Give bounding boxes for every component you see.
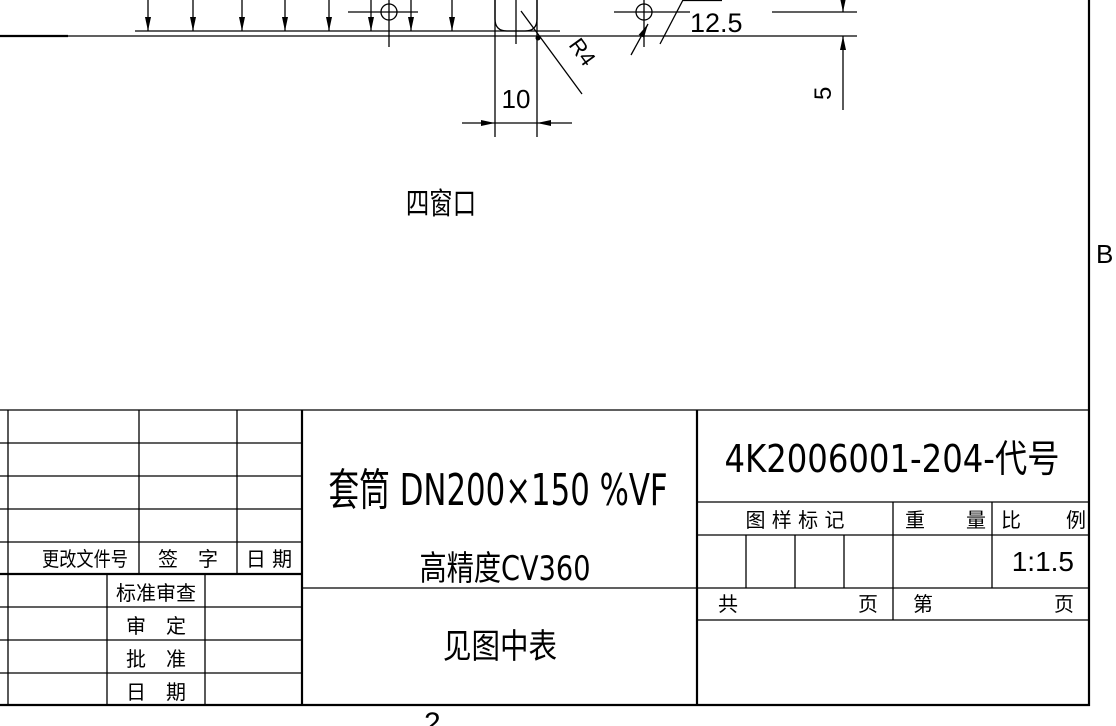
weight-label-2: 量 bbox=[966, 508, 986, 532]
dimension-slot-width: 10 bbox=[462, 84, 572, 126]
scale-label-1: 比 bbox=[1001, 508, 1021, 532]
total-pages-label-1: 共 bbox=[718, 592, 738, 616]
dimension-offset: 5 bbox=[772, 0, 857, 110]
part-name: 套筒 DN200×150 %VF bbox=[328, 464, 667, 515]
page-label-1: 第 bbox=[913, 592, 933, 616]
header-signature: 签 字 bbox=[158, 547, 218, 571]
dim-text-10: 10 bbox=[502, 84, 531, 114]
title-block-grid bbox=[0, 409, 1089, 705]
label-approval-date: 日 期 bbox=[126, 680, 186, 704]
part-model: 高精度CV360 bbox=[420, 549, 591, 589]
page-label-2: 页 bbox=[1054, 592, 1074, 616]
load-arrows bbox=[145, 0, 455, 31]
zone-letter: B bbox=[1096, 239, 1113, 269]
sample-mark-label: 图 样 标 记 bbox=[745, 508, 844, 532]
slot bbox=[494, 0, 538, 137]
material-note: 见图中表 bbox=[443, 628, 557, 667]
part-view: 10 R4 12.5 5 四窗口 bbox=[0, 0, 857, 222]
total-pages-label-2: 页 bbox=[858, 592, 878, 616]
header-date: 日 期 bbox=[246, 547, 292, 571]
view-label: 四窗口 bbox=[406, 187, 476, 222]
dim-text-12-5: 12.5 bbox=[690, 8, 743, 38]
weight-label-1: 重 bbox=[905, 508, 925, 532]
dimension-radius: R4 bbox=[520, 10, 601, 95]
scale-value: 1:1.5 bbox=[1012, 546, 1074, 577]
approval-table: 标准审查 审 定 批 准 日 期 bbox=[116, 581, 196, 704]
label-standard-review: 标准审查 bbox=[116, 581, 196, 605]
label-approve-final: 审 定 bbox=[126, 614, 186, 638]
dimension-diameter: 12.5 bbox=[614, 0, 743, 56]
label-ratify: 批 准 bbox=[126, 647, 186, 671]
drawing-number: 4K2006001-204-代号 bbox=[724, 438, 1059, 482]
header-change-doc-no: 更改文件号 bbox=[42, 549, 128, 572]
revision-table: 更改文件号 签 字 日 期 bbox=[42, 547, 292, 571]
hole-center-mark bbox=[348, 0, 418, 47]
dim-text-r4: R4 bbox=[564, 33, 601, 70]
scale-label-2: 例 bbox=[1066, 508, 1086, 532]
dim-text-5: 5 bbox=[810, 87, 837, 100]
column-number: 2 bbox=[424, 707, 441, 726]
